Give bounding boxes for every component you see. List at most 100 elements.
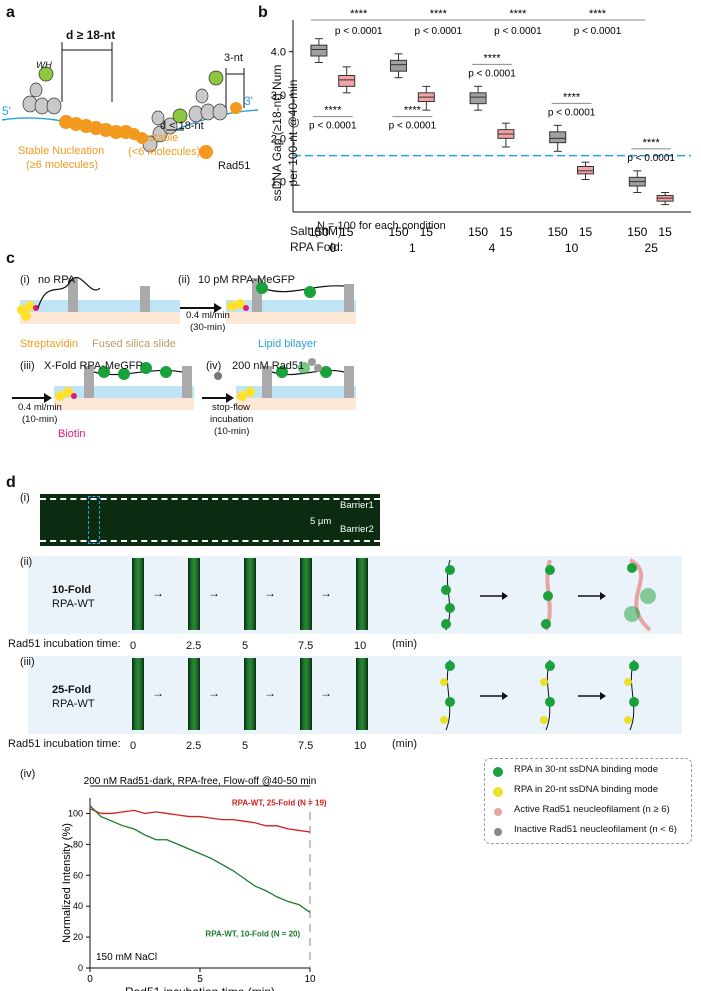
c-streptavidin: Streptavidin xyxy=(20,338,79,350)
b-pair-stars: **** xyxy=(643,137,661,149)
d-fold25: 25-Fold xyxy=(52,684,92,696)
b-pair-stars: **** xyxy=(404,105,422,117)
rpa-molecule-1 xyxy=(22,66,62,115)
d-time-value: 7.5 xyxy=(298,740,314,752)
panel-b-label: b xyxy=(258,4,268,21)
kymograph-strip xyxy=(188,658,200,730)
d-time-unit-ii: (min) xyxy=(392,638,418,650)
b-salt-value: 15 xyxy=(499,225,513,239)
c-rad51-200: 200 nM Rad51 xyxy=(232,360,305,372)
iv-xtick-label: 10 xyxy=(304,974,316,985)
a-d-lt: d < 18-nt xyxy=(160,120,204,132)
b-sig-p: p < 0.0001 xyxy=(574,26,622,37)
panel-c-label: c xyxy=(6,250,15,267)
d-barrier1: Barrier1 xyxy=(340,500,374,511)
d-time-unit-iii: (min) xyxy=(392,738,418,750)
kymograph-strip xyxy=(132,658,144,730)
d-rpa-wt-25: RPA-WT xyxy=(52,698,95,710)
iv-ytick-label: 20 xyxy=(73,932,83,942)
rad51-legend-dot xyxy=(199,145,213,159)
rad51-cluster-stable xyxy=(59,115,133,139)
b-pair-p: p < 0.0001 xyxy=(468,68,516,79)
b-ytick-label: 3.0 xyxy=(271,90,286,102)
b-sig-stars: **** xyxy=(509,8,527,20)
a-d-ge: d ≥ 18-nt xyxy=(66,28,116,42)
c-ii: (ii) xyxy=(178,274,191,286)
iv-xtick-label: 5 xyxy=(197,974,203,985)
c-xfold: X-Fold RPA-MeGFP xyxy=(44,360,143,372)
d-time-value: 10 xyxy=(354,640,367,652)
iv-ytick-label: 60 xyxy=(73,870,83,880)
c-stopflow-3: (10-min) xyxy=(214,426,250,437)
iv-note: 150 mM NaCl xyxy=(96,952,157,963)
iv-series-label: RPA-WT, 10-Fold (N = 20) xyxy=(205,929,300,938)
b-sig-stars: **** xyxy=(350,8,368,20)
d-i: (i) xyxy=(20,492,30,504)
iv-ytick-label: 100 xyxy=(68,808,83,818)
time-arrow: → xyxy=(264,686,276,700)
b-n-note: N = 100 for each condition xyxy=(317,220,446,232)
panel-a-diagram xyxy=(1,42,259,159)
iv-ylabel: Normalized Intensity (%) xyxy=(61,823,73,943)
legend-rpa30: RPA in 30-nt ssDNA binding mode xyxy=(514,764,658,775)
c-iv: (iv) xyxy=(206,360,222,372)
rpa-molecule-3 xyxy=(188,70,228,123)
d-time-label-ii: Rad51 incubation time: xyxy=(8,638,121,650)
d-legend xyxy=(484,758,692,844)
panel-d-label: d xyxy=(6,474,16,491)
a-3nt: 3-nt xyxy=(224,52,243,64)
b-ylabel-2: per 100-nt @40-min xyxy=(286,79,300,187)
d-schematic xyxy=(440,558,656,731)
b-rpa-value: 4 xyxy=(489,241,496,255)
iv-title: 200 nM Rad51-dark, RPA-free, Flow-off @4… xyxy=(84,776,317,787)
b-box xyxy=(549,131,567,144)
d-time-value: 2.5 xyxy=(186,740,202,752)
b-rpa-value: 10 xyxy=(565,241,579,255)
legend-rpa20: RPA in 20-nt ssDNA binding mode xyxy=(514,784,658,795)
c-flow-1b: (30-min) xyxy=(190,322,226,333)
d-time-value: 5 xyxy=(242,640,249,652)
b-ylabel-1: ssDNA Gap (≥18-nt) Num xyxy=(270,64,284,202)
d-rpa-wt-10: RPA-WT xyxy=(52,598,95,610)
d-fold10: 10-Fold xyxy=(52,584,92,596)
c-no-rpa: no RPA xyxy=(38,274,76,286)
kymograph-strip xyxy=(244,558,256,630)
c-iii-setup xyxy=(12,362,194,410)
kymograph-strip xyxy=(300,658,312,730)
b-rpa-value: 0 xyxy=(329,241,336,255)
b-pair-stars: **** xyxy=(324,105,342,117)
rad51-cluster-unstable xyxy=(128,128,148,144)
kymograph-strip xyxy=(356,558,368,630)
b-box xyxy=(577,166,594,175)
c-flow-2b: (10-min) xyxy=(22,414,58,425)
time-arrow: → xyxy=(208,586,220,600)
d-time-value: 2.5 xyxy=(186,640,202,652)
c-slide: Fused silica slide xyxy=(92,338,176,350)
d-iv: (iv) xyxy=(20,768,36,780)
b-pair-p: p < 0.0001 xyxy=(309,121,357,132)
b-pair-stars: **** xyxy=(483,52,501,64)
time-arrow: → xyxy=(152,586,164,600)
d-time-label-iii: Rad51 incubation time: xyxy=(8,738,121,750)
iv-series-line xyxy=(89,808,311,833)
c-stopflow-2: incubation xyxy=(210,414,254,425)
a-unstable-1: Unstable xyxy=(135,132,179,144)
b-box xyxy=(469,92,487,105)
d-ii: (ii) xyxy=(20,556,33,568)
kymograph-strip xyxy=(300,558,312,630)
b-pair-p: p < 0.0001 xyxy=(389,121,437,132)
a-stable-2: (≥6 molecules) xyxy=(26,159,99,171)
b-salt-value: 15 xyxy=(420,225,434,239)
c-i: (i) xyxy=(20,274,30,286)
panel-c-diagram xyxy=(12,276,356,410)
d-time-value: 7.5 xyxy=(298,640,314,652)
b-sig-stars: **** xyxy=(430,8,448,20)
b-salt-value: 150 xyxy=(548,225,568,239)
iv-series-label: RPA-WT, 25-Fold (N = 19) xyxy=(232,799,327,808)
d-time-value: 0 xyxy=(130,740,137,752)
c-stopflow-1: stop-flow xyxy=(212,402,251,413)
b-sig-p: p < 0.0001 xyxy=(335,26,383,37)
time-arrow: → xyxy=(152,686,164,700)
